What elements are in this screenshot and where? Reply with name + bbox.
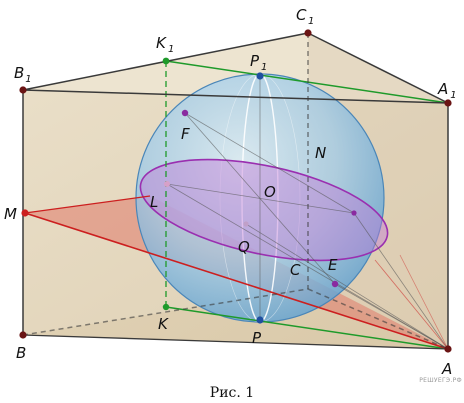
point-e (331, 280, 339, 288)
label-m: M (4, 205, 17, 223)
point-a1 (444, 99, 452, 107)
point-p1 (256, 72, 264, 80)
label-b1-subscript: 1 (25, 74, 31, 85)
label-p1-subscript: 1 (261, 62, 267, 73)
label-c1: C (296, 6, 307, 24)
point-m (21, 209, 29, 217)
construction-lines (166, 76, 449, 350)
label-f: F (181, 125, 190, 143)
point-k1 (162, 57, 170, 65)
label-c: C (290, 261, 301, 279)
point-f (181, 109, 189, 117)
point-p (256, 316, 264, 324)
point-k (162, 303, 170, 311)
label-e: E (328, 256, 338, 274)
label-p1: P (250, 52, 260, 70)
figure-caption: Рис. 1 (210, 385, 254, 401)
line-m-section (24, 195, 151, 214)
label-a: A (441, 360, 452, 378)
label-o: O (264, 183, 276, 201)
label-a1-subscript: 1 (450, 90, 456, 101)
label-l: L (150, 193, 158, 211)
line-ray-2 (399, 254, 449, 350)
watermark: РЕШУЕГЭ.РФ (419, 377, 462, 384)
label-b1: B (14, 64, 24, 82)
label-n: N (315, 144, 326, 162)
label-c1-subscript: 1 (308, 16, 314, 27)
label-k: K (158, 315, 169, 333)
label-q: Q (238, 238, 250, 256)
line-k-a (165, 306, 449, 350)
line-b-a (22, 334, 449, 350)
line-k1-a1 (165, 60, 449, 104)
line-m-a (24, 212, 449, 350)
point-b1 (19, 86, 27, 94)
point-c1 (304, 29, 312, 37)
label-a1: A (437, 80, 448, 98)
label-k1-subscript: 1 (168, 44, 174, 55)
label-p: P (252, 329, 262, 347)
line-ray (374, 259, 449, 350)
label-b: B (16, 344, 26, 362)
prism-edges (22, 32, 449, 350)
sphere-section (139, 158, 389, 262)
point-markers (19, 29, 452, 353)
point-q (243, 221, 249, 227)
point-n-dot (351, 210, 357, 216)
point-l (164, 181, 170, 187)
point-a (444, 345, 452, 353)
label-k1: K (156, 34, 167, 52)
point-b (19, 331, 27, 339)
